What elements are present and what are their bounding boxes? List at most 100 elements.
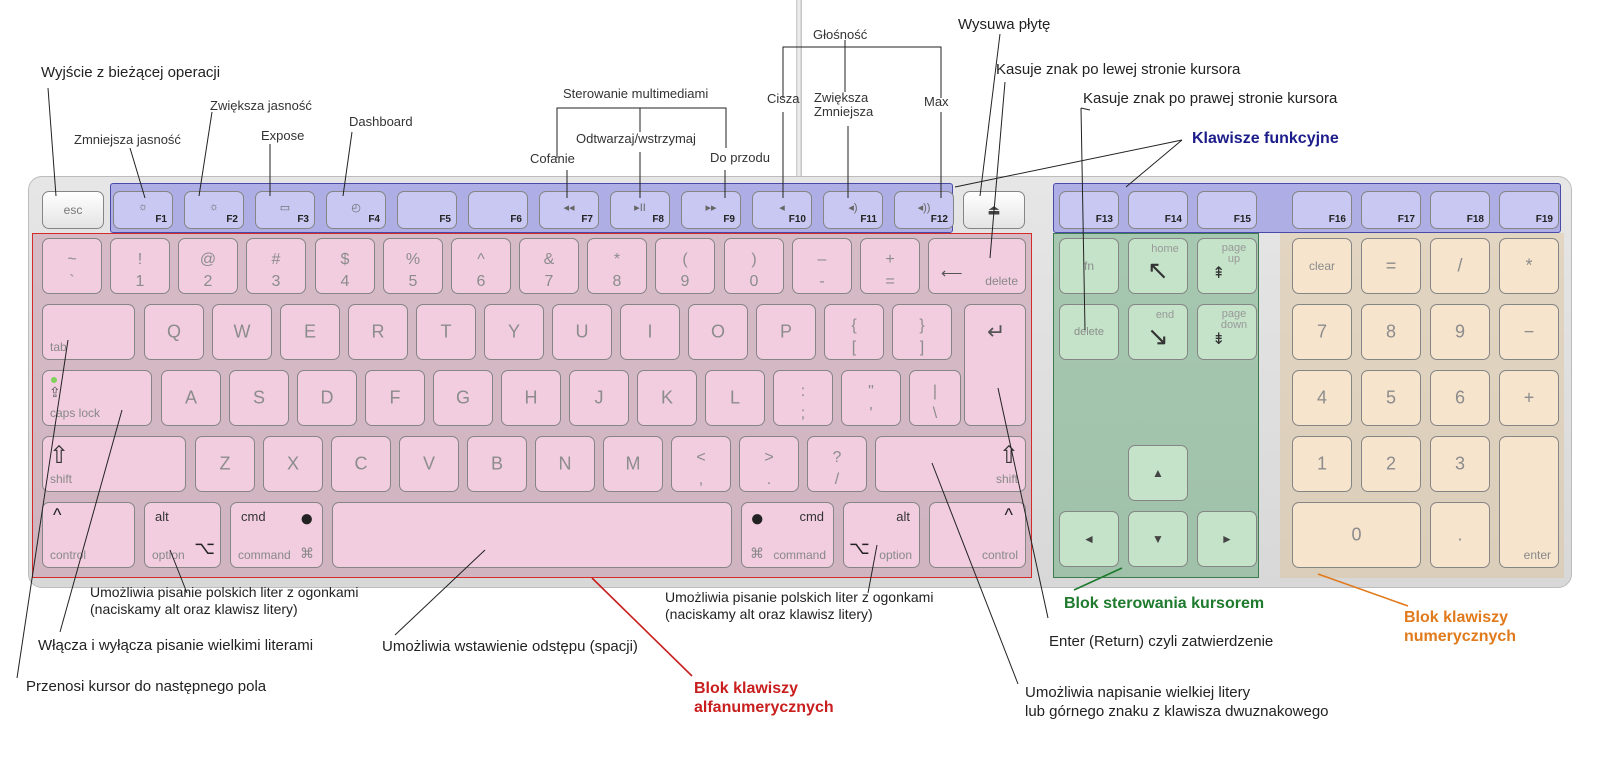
fn-key[interactable]: fn <box>1059 238 1119 294</box>
numpad-divide-key[interactable]: / <box>1430 238 1490 294</box>
key-h[interactable]: H <box>501 370 561 426</box>
f1-key[interactable]: ☼F1 <box>113 191 173 229</box>
numpad-decimal-key[interactable]: . <box>1430 502 1490 568</box>
f17-key[interactable]: F17 <box>1361 191 1421 229</box>
key-m[interactable]: M <box>603 436 663 492</box>
numpad-5-key[interactable]: 5 <box>1361 370 1421 426</box>
left-option-key[interactable]: alt option ⌥ <box>144 502 221 568</box>
numpad-7-key[interactable]: 7 <box>1292 304 1352 360</box>
key-1[interactable]: ! 1 <box>110 238 170 294</box>
key-c[interactable]: C <box>331 436 391 492</box>
home-key[interactable]: home ↖ <box>1128 238 1188 294</box>
numpad-multiply-key[interactable]: * <box>1499 238 1559 294</box>
comma-key[interactable]: < , <box>671 436 731 492</box>
numpad-equals-key[interactable]: = <box>1361 238 1421 294</box>
minus-key[interactable]: – - <box>792 238 852 294</box>
f6-key[interactable]: F6 <box>468 191 528 229</box>
left-command-key[interactable]: cmd ● command ⌘ <box>230 502 323 568</box>
f4-key[interactable]: ◴F4 <box>326 191 386 229</box>
key-l[interactable]: L <box>705 370 765 426</box>
delete-key[interactable]: delete ⟵ <box>928 238 1026 294</box>
numpad-8-key[interactable]: 8 <box>1361 304 1421 360</box>
key-9[interactable]: ( 9 <box>655 238 715 294</box>
bracket-right-key[interactable]: } ] <box>892 304 952 360</box>
key-o[interactable]: O <box>688 304 748 360</box>
key-b[interactable]: B <box>467 436 527 492</box>
arrow-left-key[interactable]: ◄ <box>1059 511 1119 567</box>
key-0[interactable]: ) 0 <box>724 238 784 294</box>
numpad-4-key[interactable]: 4 <box>1292 370 1352 426</box>
key-d[interactable]: D <box>297 370 357 426</box>
key-5[interactable]: % 5 <box>383 238 443 294</box>
quote-key[interactable]: " ' <box>841 370 901 426</box>
numpad-9-key[interactable]: 9 <box>1430 304 1490 360</box>
f18-key[interactable]: F18 <box>1430 191 1490 229</box>
semicolon-key[interactable]: : ; <box>773 370 833 426</box>
f5-key[interactable]: F5 <box>397 191 457 229</box>
key-i[interactable]: I <box>620 304 680 360</box>
right-shift-key[interactable]: ⇧ shift <box>875 436 1026 492</box>
numpad-6-key[interactable]: 6 <box>1430 370 1490 426</box>
numpad-clear-key[interactable]: clear <box>1292 238 1352 294</box>
key-6[interactable]: ^ 6 <box>451 238 511 294</box>
key-q[interactable]: Q <box>144 304 204 360</box>
key-v[interactable]: V <box>399 436 459 492</box>
f12-key[interactable]: ◂))F12 <box>894 191 954 229</box>
period-key[interactable]: > . <box>739 436 799 492</box>
f19-key[interactable]: F19 <box>1499 191 1559 229</box>
key-x[interactable]: X <box>263 436 323 492</box>
key-r[interactable]: R <box>348 304 408 360</box>
f9-key[interactable]: ▸▸F9 <box>681 191 741 229</box>
page-down-key[interactable]: page down ⇟ <box>1197 304 1257 360</box>
key-y[interactable]: Y <box>484 304 544 360</box>
key-a[interactable]: A <box>161 370 221 426</box>
key-7[interactable]: & 7 <box>519 238 579 294</box>
backtick-key[interactable]: ~ ` <box>42 238 102 294</box>
bracket-left-key[interactable]: { [ <box>824 304 884 360</box>
key-k[interactable]: K <box>637 370 697 426</box>
key-p[interactable]: P <box>756 304 816 360</box>
f11-key[interactable]: ◂)F11 <box>823 191 883 229</box>
key-w[interactable]: W <box>212 304 272 360</box>
f3-key[interactable]: ▭F3 <box>255 191 315 229</box>
numpad-3-key[interactable]: 3 <box>1430 436 1490 492</box>
f15-key[interactable]: F15 <box>1197 191 1257 229</box>
arrow-up-key[interactable]: ▲ <box>1128 445 1188 501</box>
right-control-key[interactable]: ^ control <box>929 502 1026 568</box>
backslash-key[interactable]: | \ <box>909 370 961 426</box>
key-4[interactable]: $ 4 <box>315 238 375 294</box>
end-key[interactable]: end ↘ <box>1128 304 1188 360</box>
f13-key[interactable]: F13 <box>1059 191 1119 229</box>
key-t[interactable]: T <box>416 304 476 360</box>
return-key[interactable]: ↵ <box>964 304 1026 426</box>
f7-key[interactable]: ◂◂F7 <box>539 191 599 229</box>
key-f[interactable]: F <box>365 370 425 426</box>
caps-lock-key[interactable]: ⇪ caps lock <box>42 370 152 426</box>
key-n[interactable]: N <box>535 436 595 492</box>
key-u[interactable]: U <box>552 304 612 360</box>
key-g[interactable]: G <box>433 370 493 426</box>
f14-key[interactable]: F14 <box>1128 191 1188 229</box>
key-8[interactable]: * 8 <box>587 238 647 294</box>
right-option-key[interactable]: alt ⌥ option <box>843 502 920 568</box>
numpad-0-key[interactable]: 0 <box>1292 502 1421 568</box>
numpad-2-key[interactable]: 2 <box>1361 436 1421 492</box>
numpad-1-key[interactable]: 1 <box>1292 436 1352 492</box>
f10-key[interactable]: ◂F10 <box>752 191 812 229</box>
numpad-plus-key[interactable]: + <box>1499 370 1559 426</box>
space-bar[interactable] <box>332 502 732 568</box>
key-3[interactable]: # 3 <box>246 238 306 294</box>
numpad-minus-key[interactable]: − <box>1499 304 1559 360</box>
arrow-down-key[interactable]: ▼ <box>1128 511 1188 567</box>
key-2[interactable]: @ 2 <box>178 238 238 294</box>
left-shift-key[interactable]: ⇧ shift <box>42 436 186 492</box>
f2-key[interactable]: ☼F2 <box>184 191 244 229</box>
forward-delete-key[interactable]: delete <box>1059 304 1119 360</box>
left-control-key[interactable]: ^ control <box>42 502 135 568</box>
f16-key[interactable]: F16 <box>1292 191 1352 229</box>
right-command-key[interactable]: ● cmd ⌘ command <box>741 502 834 568</box>
numpad-enter-key[interactable]: enter <box>1499 436 1559 568</box>
key-j[interactable]: J <box>569 370 629 426</box>
key-s[interactable]: S <box>229 370 289 426</box>
key-e[interactable]: E <box>280 304 340 360</box>
